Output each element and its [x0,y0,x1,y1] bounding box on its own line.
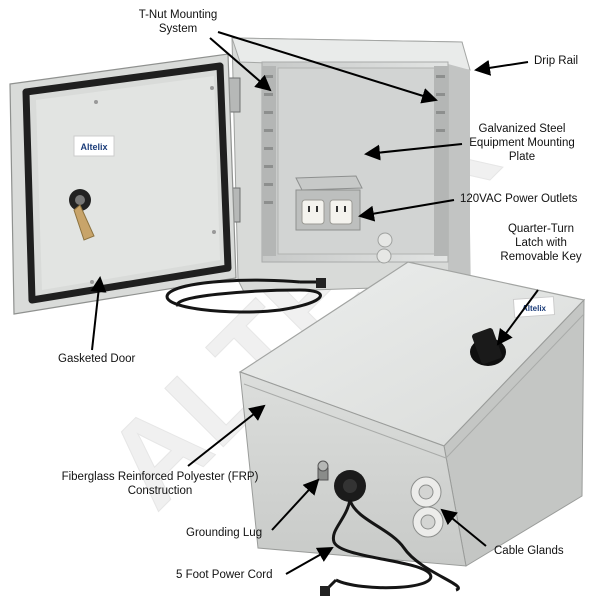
callout-galvanized-line3: Plate [508,151,536,163]
callout-latch-line2: Latch with [515,237,567,249]
cable-glands [410,476,444,538]
top-power-cord [165,278,326,314]
bottom-power-cord [320,499,460,596]
callout-tnut-line2: System [158,23,198,35]
callout-cable-glands: Cable Glands [494,545,564,557]
arrow-drip-rail [474,59,529,76]
arrow-tnut-left [209,37,272,92]
callout-power-outlets: 120VAC Power Outlets [460,193,578,205]
arrow-galvanized [364,143,463,161]
callout-tnut-line1: T-Nut Mounting [138,9,218,21]
callout-frp-line2: Construction [127,485,193,497]
door-logo: Altelix [80,142,107,152]
power-outlet-box [295,175,363,231]
callout-galvanized-plate: Galvanized Steel Equipment Mounting Plat… [458,122,586,164]
callout-latch-line3: Removable Key [500,251,582,263]
arrow-power-cord [285,547,334,575]
closed-enclosure: Altelix [238,261,586,596]
arrow-cable-glands [440,508,487,547]
callout-arrows [90,31,539,575]
callout-frp-construction: Fiberglass Reinforced Polyester (FRP) Co… [30,470,290,498]
lid-logo: Altelix [522,304,547,313]
arrow-gasketed-door [90,276,107,351]
callout-gasketed-door: Gasketed Door [58,353,136,365]
callout-quarter-turn-latch: Quarter-Turn Latch with Removable Key [494,222,588,264]
callout-frp-line1: Fiberglass Reinforced Polyester (FRP) [61,471,259,483]
callout-tnut-mounting: T-Nut Mounting System [118,8,238,36]
arrow-grounding [271,478,320,531]
arrow-frp [187,404,266,467]
callout-drip-rail: Drip Rail [534,55,579,67]
arrow-outlets [358,199,455,222]
arrow-latch [496,289,539,346]
grounding-lug [317,460,329,481]
callout-latch-line1: Quarter-Turn [507,223,575,235]
callout-grounding-lug: Grounding Lug [186,527,263,539]
gasketed-door: Altelix [9,53,237,315]
callout-galvanized-line2: Equipment Mounting [469,137,575,149]
callout-power-cord: 5 Foot Power Cord [176,569,273,581]
open-enclosure: Altelix [9,37,471,315]
arrow-tnut-right [217,31,438,104]
callout-galvanized-line1: Galvanized Steel [478,123,566,135]
